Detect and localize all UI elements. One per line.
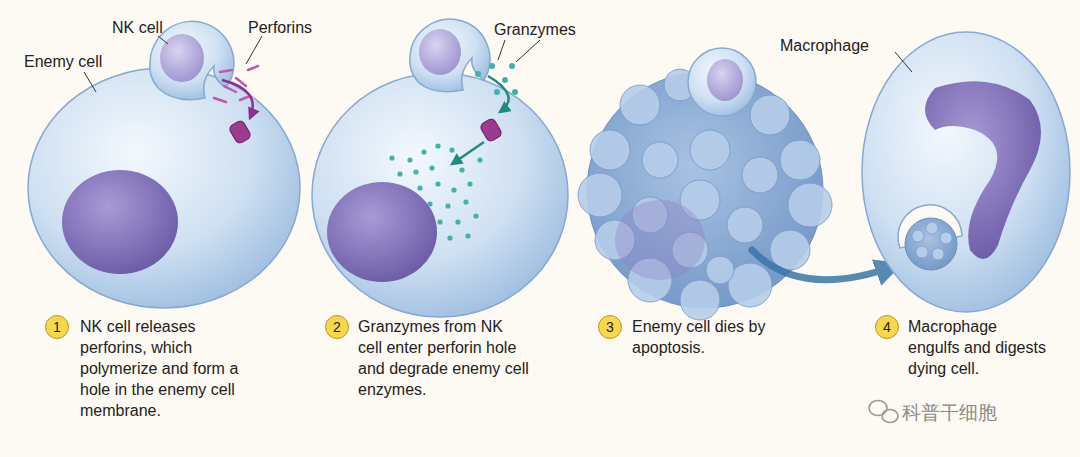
callout-number: 3 bbox=[598, 315, 622, 339]
step-caption: Enemy cell dies by apoptosis. bbox=[632, 316, 782, 358]
panel-two bbox=[312, 19, 568, 317]
part-label: Macrophage bbox=[780, 36, 869, 56]
step-caption: Macrophage engulfs and digests dying cel… bbox=[908, 316, 1048, 379]
callout-number-text: 1 bbox=[53, 319, 61, 335]
callout-number: 4 bbox=[875, 315, 899, 339]
step-caption: Granzymes from NK cell enter perforin ho… bbox=[358, 316, 530, 400]
step-caption: NK cell releases perforins, which polyme… bbox=[80, 316, 252, 421]
callout-number-text: 2 bbox=[333, 319, 341, 335]
panel-four bbox=[862, 32, 1070, 312]
part-label: Enemy cell bbox=[24, 52, 102, 72]
panel-three bbox=[578, 48, 895, 320]
callout-number-text: 4 bbox=[883, 319, 891, 335]
callout-number: 2 bbox=[325, 315, 349, 339]
watermark-icon bbox=[869, 401, 898, 423]
callout-number: 1 bbox=[45, 315, 69, 339]
watermark: 科普干细胞 bbox=[902, 400, 997, 424]
part-label: Perforins bbox=[248, 18, 312, 38]
part-label: Granzymes bbox=[494, 20, 576, 40]
callout-number-text: 3 bbox=[606, 319, 614, 335]
part-label: NK cell bbox=[112, 18, 163, 38]
